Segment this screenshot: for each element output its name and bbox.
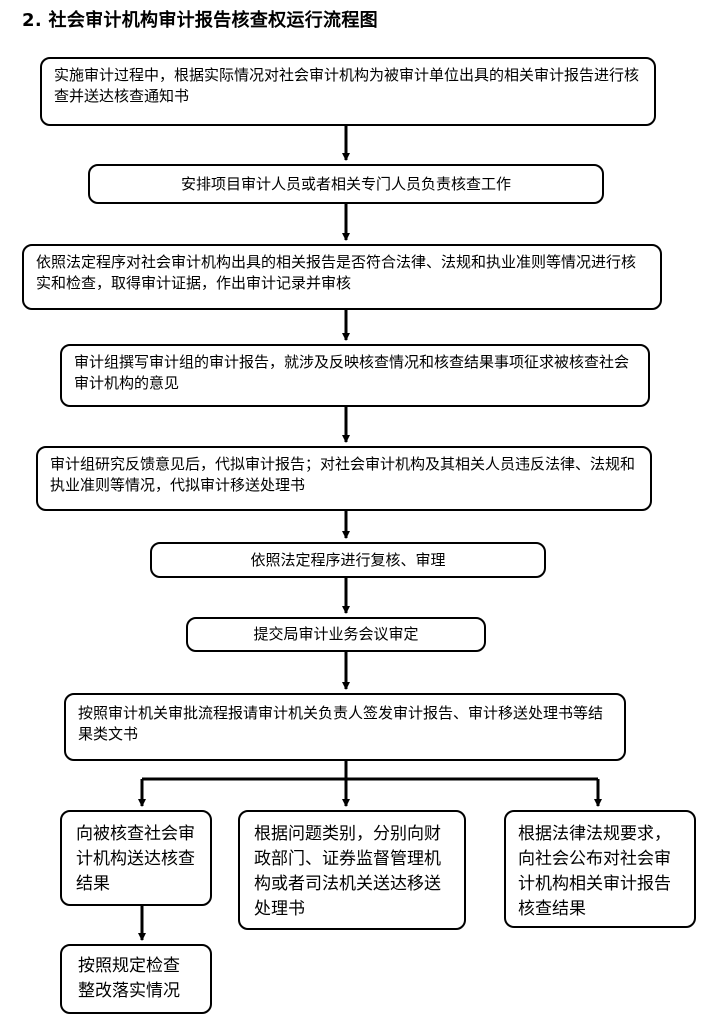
branch-middle-box: 根据问题类别，分别向财政部门、证券监督管理机构或者司法机关送达移送处理书 — [238, 810, 466, 930]
step-4-box: 审计组撰写审计组的审计报告，就涉及反映核查情况和核查结果事项征求被核查社会审计机… — [60, 344, 650, 407]
step-2-box: 安排项目审计人员或者相关专门人员负责核查工作 — [88, 164, 604, 204]
step-7-box: 提交局审计业务会议审定 — [186, 617, 486, 652]
branch-left-box: 向被核查社会审计机构送达核查结果 — [60, 810, 212, 906]
step-8-box: 按照审计机关审批流程报请审计机关负责人签发审计报告、审计移送处理书等结果类文书 — [64, 693, 626, 761]
step-5-box: 审计组研究反馈意见后，代拟审计报告；对社会审计机构及其相关人员违反法律、法规和执… — [36, 446, 652, 511]
branch-right-box: 根据法律法规要求，向社会公布对社会审计机构相关审计报告核查结果 — [504, 810, 696, 928]
diagram-title: 2. 社会审计机构审计报告核查权运行流程图 — [22, 10, 378, 31]
step-3-box: 依照法定程序对社会审计机构出具的相关报告是否符合法律、法规和执业准则等情况进行核… — [22, 244, 662, 310]
step-6-box: 依照法定程序进行复核、审理 — [150, 542, 546, 578]
final-step-box: 按照规定检查整改落实情况 — [60, 944, 212, 1014]
step-1-box: 实施审计过程中，根据实际情况对社会审计机构为被审计单位出具的相关审计报告进行核查… — [40, 57, 656, 126]
